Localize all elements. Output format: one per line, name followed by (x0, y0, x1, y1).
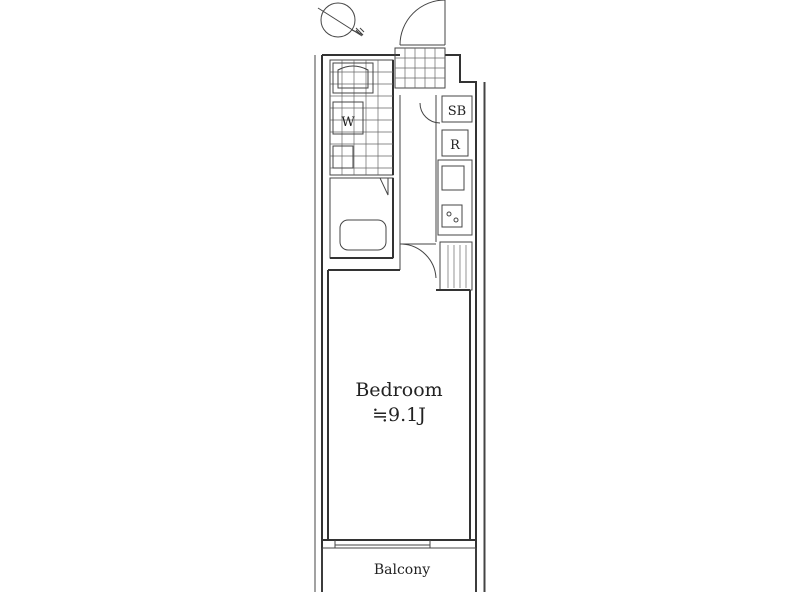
closet (439, 241, 473, 291)
bathtub-icon (329, 177, 394, 259)
bedroom-size: ≒9.1J (372, 404, 426, 426)
refrigerator-label: R (450, 138, 461, 153)
bedroom-label: Bedroom (355, 379, 442, 401)
bedroom-door (401, 243, 437, 279)
outer-walls (314, 54, 486, 592)
refrigerator (441, 129, 469, 157)
washer-icon (332, 101, 364, 135)
bedroom-walls (327, 269, 471, 540)
kitchen-counter (437, 159, 473, 236)
toilet-icon (332, 62, 374, 94)
balcony (321, 547, 477, 592)
shoe-box (441, 95, 473, 123)
entrance-tiles (394, 47, 446, 89)
kitchen-sink-icon (441, 165, 465, 191)
balcony-window (322, 539, 476, 548)
sink-icon (332, 145, 354, 169)
compass-north-icon (317, 2, 365, 38)
entrance-door (399, 0, 446, 46)
washer-label: W (341, 115, 355, 130)
shoe-box-label: SB (448, 104, 466, 119)
washroom (329, 59, 394, 176)
stove-icon (441, 204, 463, 228)
balcony-label: Balcony (374, 562, 430, 578)
